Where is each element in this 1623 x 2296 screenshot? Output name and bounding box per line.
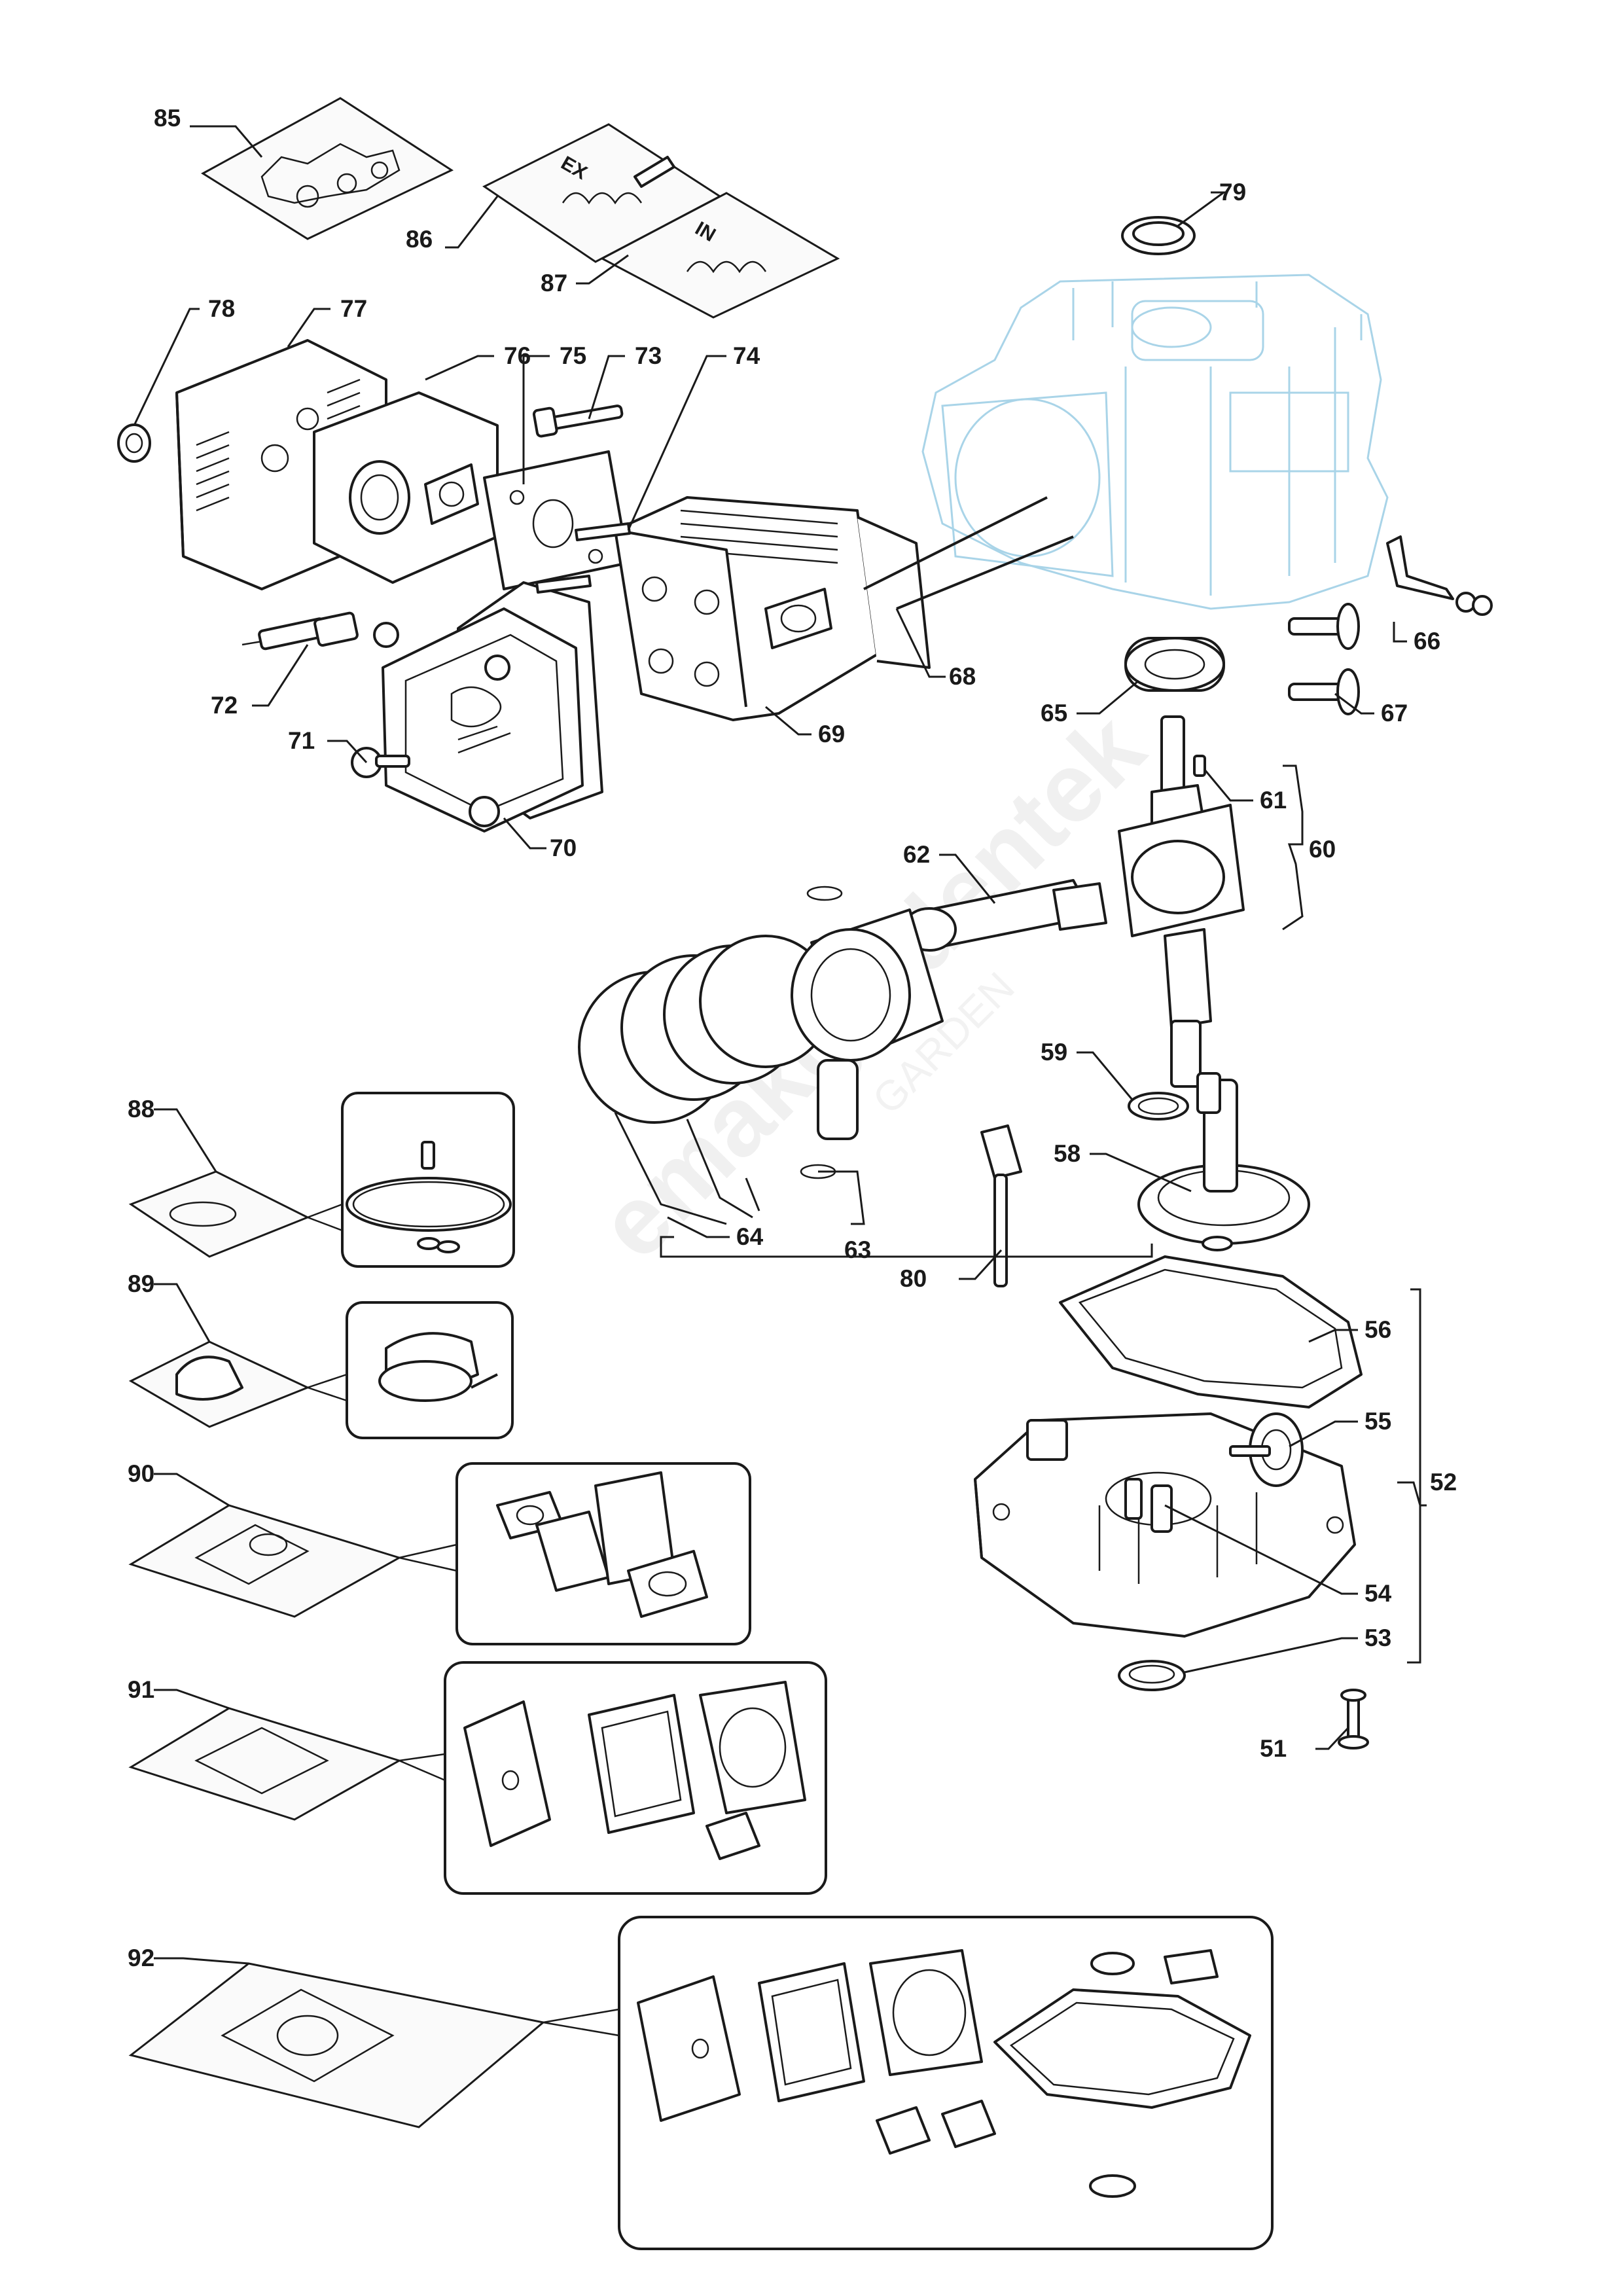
part-92-complete-gasket-kit[interactable] xyxy=(128,1916,1274,2250)
callout-59: 59 xyxy=(1041,1039,1067,1066)
callout-66: 66 xyxy=(1414,628,1440,655)
callout-76: 76 xyxy=(504,342,531,369)
part-69-cylinder-head[interactable] xyxy=(614,496,931,721)
callout-64: 64 xyxy=(736,1223,764,1250)
callout-73: 73 xyxy=(635,342,662,369)
callout-80: 80 xyxy=(900,1265,927,1292)
callout-62: 62 xyxy=(903,841,930,868)
part-86-exhaust-valve-bag[interactable]: EX xyxy=(482,123,722,263)
part-60-crankshaft[interactable] xyxy=(1118,715,1245,1088)
callout-79: 79 xyxy=(1219,179,1246,206)
callout-60: 60 xyxy=(1309,836,1336,863)
callout-55: 55 xyxy=(1364,1408,1391,1435)
part-65-bearing[interactable] xyxy=(1124,637,1225,692)
callout-labels: 85 86 87 79 78 77 76 75 73 74 72 71 70 6… xyxy=(128,105,1457,1971)
part-90-carburetor-gasket-kit[interactable] xyxy=(128,1462,751,1645)
part-75-muffler-gasket[interactable] xyxy=(483,450,630,590)
callout-69: 69 xyxy=(818,721,845,747)
callout-75: 75 xyxy=(560,342,586,369)
callout-71: 71 xyxy=(288,727,315,754)
callout-77: 77 xyxy=(340,295,367,322)
callout-68: 68 xyxy=(949,663,976,690)
callout-52: 52 xyxy=(1430,1469,1457,1496)
part-70-valve-cover[interactable] xyxy=(382,581,603,833)
callout-53: 53 xyxy=(1364,1624,1391,1651)
callout-51: 51 xyxy=(1260,1735,1287,1762)
callout-58: 58 xyxy=(1054,1140,1080,1167)
engine-block-ghost xyxy=(921,274,1389,610)
callout-89: 89 xyxy=(128,1270,154,1297)
part-79-oil-seal[interactable] xyxy=(1121,216,1196,255)
part-54-oil-slinger[interactable] xyxy=(1124,1478,1173,1533)
callout-91: 91 xyxy=(128,1676,154,1703)
callout-67: 67 xyxy=(1381,700,1408,726)
part-72-spark-plug[interactable] xyxy=(241,611,359,651)
leader-lines xyxy=(133,125,1427,1965)
callout-70: 70 xyxy=(550,834,577,861)
part-61-key[interactable] xyxy=(1193,755,1206,777)
callout-63: 63 xyxy=(844,1236,871,1263)
part-51-bolt[interactable] xyxy=(1338,1689,1369,1749)
part-68-push-rod[interactable] xyxy=(863,496,1074,610)
part-56-crankcase-gasket[interactable] xyxy=(1059,1255,1363,1408)
part-59-seal[interactable] xyxy=(1128,1092,1189,1121)
callout-56: 56 xyxy=(1364,1316,1391,1343)
part-91-head-gasket-kit[interactable] xyxy=(128,1661,827,1895)
part-76-muffler[interactable] xyxy=(313,391,499,584)
part-89-carburetor-insulator-kit[interactable] xyxy=(128,1301,514,1439)
callout-87: 87 xyxy=(541,270,567,296)
part-53-oil-seal[interactable] xyxy=(1118,1660,1186,1691)
callout-72: 72 xyxy=(211,692,238,719)
part-62-connecting-rod[interactable] xyxy=(902,879,1107,952)
callout-78: 78 xyxy=(208,295,235,322)
part-80-dipstick[interactable] xyxy=(980,1124,1022,1287)
callout-92: 92 xyxy=(128,1945,154,1971)
part-66-governor-lever[interactable] xyxy=(1386,535,1493,616)
callout-90: 90 xyxy=(128,1460,154,1487)
part-87-intake-valve-bag[interactable]: IN xyxy=(599,192,840,319)
callout-74: 74 xyxy=(733,342,760,369)
part-74-stud[interactable] xyxy=(535,522,631,594)
part-88-oring-kit[interactable] xyxy=(128,1092,515,1268)
part-67-tappet[interactable] xyxy=(1288,603,1360,715)
callout-54: 54 xyxy=(1364,1580,1392,1607)
callout-86: 86 xyxy=(406,226,433,253)
callout-88: 88 xyxy=(128,1096,154,1122)
part-73-bolt[interactable] xyxy=(532,404,624,438)
part-63-piston[interactable] xyxy=(791,886,944,1179)
callout-85: 85 xyxy=(154,105,181,132)
part-55-governor-gear[interactable] xyxy=(1229,1412,1304,1487)
callout-65: 65 xyxy=(1041,700,1067,726)
part-78-nut[interactable] xyxy=(117,423,151,463)
callout-61: 61 xyxy=(1260,787,1287,814)
part-58-camshaft[interactable] xyxy=(1137,1072,1310,1251)
part-85-valve-kit-bag[interactable] xyxy=(201,97,454,240)
